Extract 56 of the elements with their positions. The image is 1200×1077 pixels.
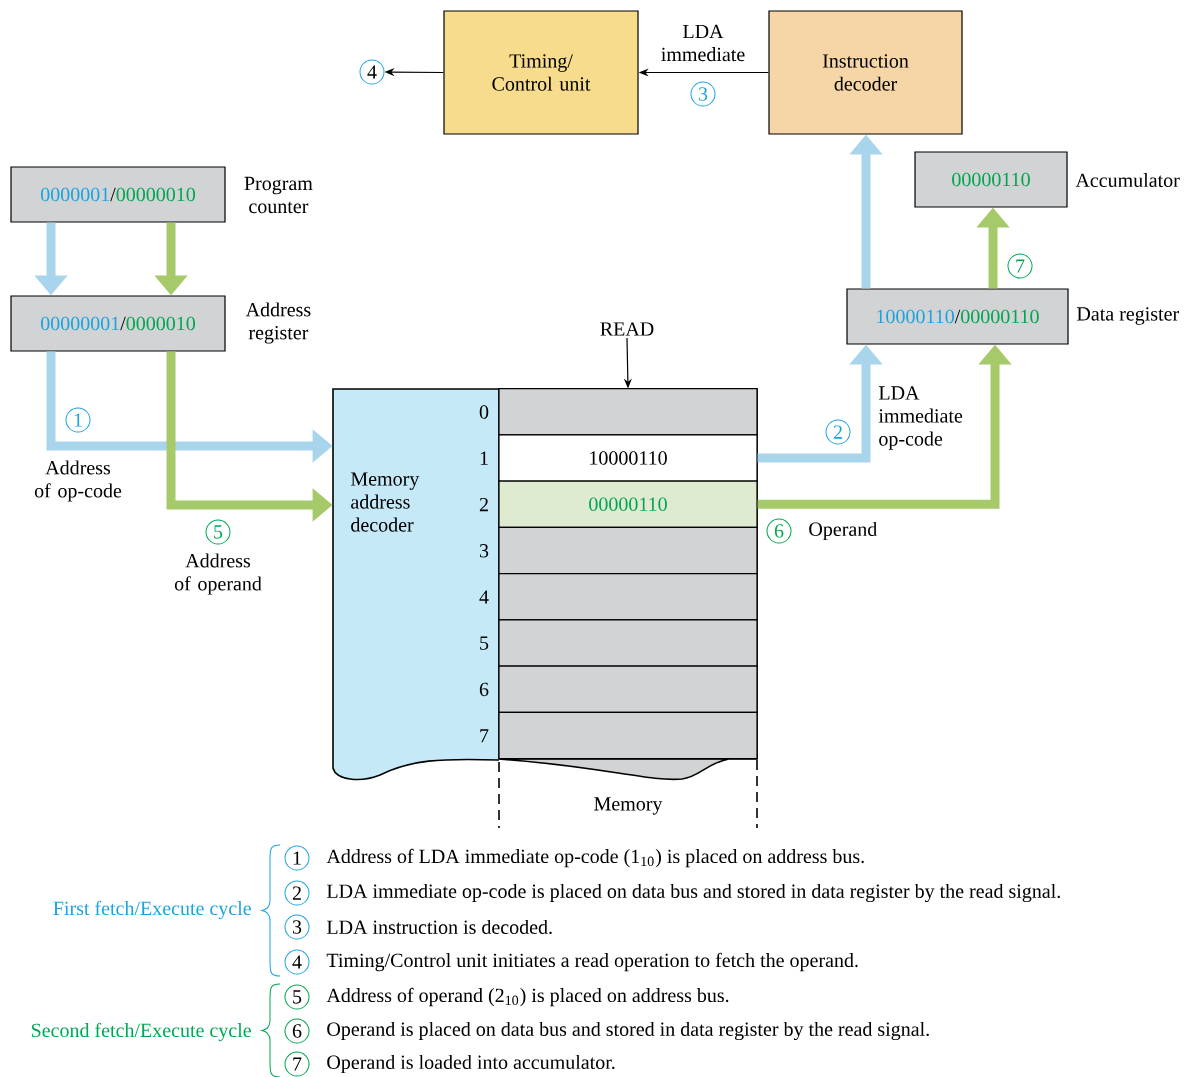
row-number: 0 — [479, 405, 489, 419]
row-number: 4 — [479, 590, 489, 604]
register-box: 10000110/00000110 — [846, 288, 1069, 345]
register-box: 00000110 — [914, 151, 1068, 208]
row-number: 2 — [479, 497, 488, 512]
row-number: 6 — [479, 682, 489, 697]
bus-label: LDA immediate op-code — [878, 386, 963, 450]
step-description: Address of LDA immediate op-code (1$_{10}$) is placed on address bus. — [326, 848, 864, 868]
register-label: Accumulator — [1075, 172, 1180, 188]
bus-label: Address of op-code — [34, 460, 122, 502]
memory-cell — [498, 711, 758, 760]
signal-label: READ — [600, 322, 654, 336]
cycle-label: Second fetch/Execute cycle — [31, 1022, 251, 1042]
cycle-label: First fetch/Execute cycle — [53, 900, 251, 920]
register-box: 00000001/0000010 — [10, 295, 226, 352]
step-number: 7 — [284, 1051, 310, 1077]
step-description: LDA instruction is decoded. — [326, 919, 552, 935]
bus-label: Operand — [809, 521, 877, 541]
register-label: Program counter — [244, 176, 313, 214]
unit-box: Instruction decoder — [768, 10, 963, 135]
step-number: 5 — [205, 519, 231, 545]
step-description: LDA immediate op-code is placed on data bus and stored in data register by the read signal. — [326, 883, 1060, 903]
register-label: Data register — [1076, 307, 1179, 325]
unit-box: Timing/ Control unit — [443, 10, 639, 135]
memory-cell: 00000110 — [498, 480, 758, 528]
register-label: Address register — [245, 302, 311, 344]
step-number: 2 — [825, 419, 851, 445]
memory-cell: 10000110 — [498, 434, 758, 482]
memory-cell — [498, 388, 758, 436]
memory-cell — [498, 619, 758, 667]
step-number: 4 — [284, 949, 310, 975]
step-description: Timing/Control unit initiates a read operation to fetch the operand. — [326, 952, 858, 972]
step-number: 7 — [1007, 253, 1033, 279]
step-number: 1 — [65, 407, 91, 433]
row-number: 5 — [480, 636, 489, 650]
step-number: 3 — [284, 914, 310, 940]
node-label: Memory — [594, 797, 663, 815]
register-box: 0000001/00000010 — [10, 166, 226, 223]
step-number: 6 — [284, 1018, 310, 1044]
step-number: 2 — [284, 880, 310, 906]
bus-label: Address of operand — [174, 553, 262, 595]
memory-cell — [498, 573, 758, 621]
step-number: 1 — [284, 845, 310, 871]
row-number: 7 — [480, 729, 489, 743]
step-description: Operand is loaded into accumulator. — [327, 1054, 615, 1074]
bus-label: LDA immediate — [661, 24, 745, 62]
row-number: 1 — [480, 451, 488, 465]
row-number: 3 — [480, 544, 489, 558]
memory-cell — [498, 526, 758, 575]
memory-cell — [498, 665, 758, 713]
step-number: 4 — [359, 59, 385, 85]
step-description: Operand is placed on data bus and stored in data register by the read signal. — [327, 1021, 929, 1041]
step-number: 5 — [284, 984, 310, 1010]
step-number: 3 — [690, 81, 716, 107]
step-description: Address of operand (2$_{10}$) is placed on address bus. — [326, 987, 729, 1007]
step-number: 6 — [766, 518, 792, 544]
